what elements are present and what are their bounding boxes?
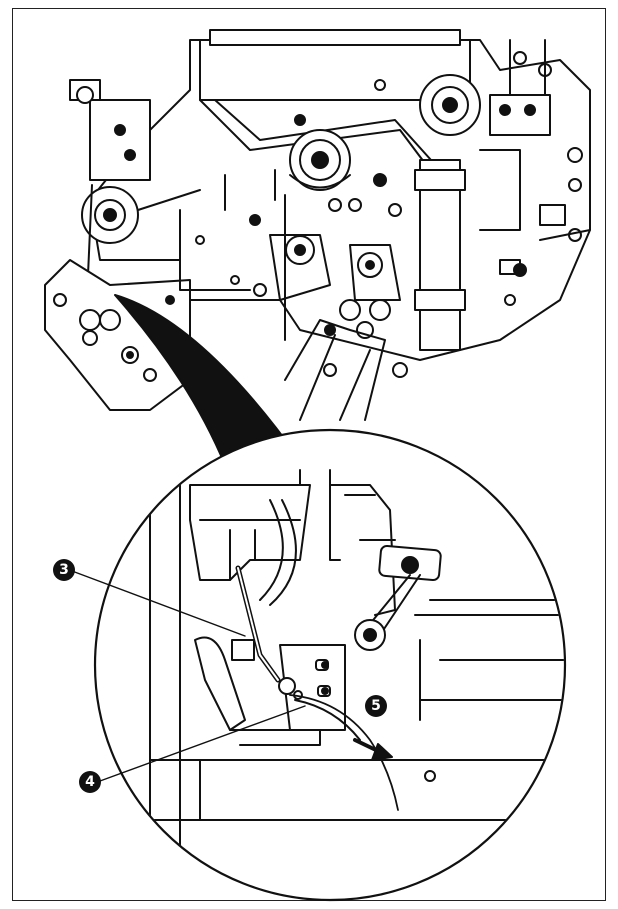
detail-circle: [93, 428, 567, 902]
leader-line-3: [71, 570, 246, 637]
callout-3: 3: [53, 559, 75, 581]
callout-4: 4: [79, 771, 101, 793]
leader-line-4: [99, 705, 306, 782]
callout-5: 5: [365, 695, 387, 717]
machine-upper-assembly: [44, 29, 591, 421]
